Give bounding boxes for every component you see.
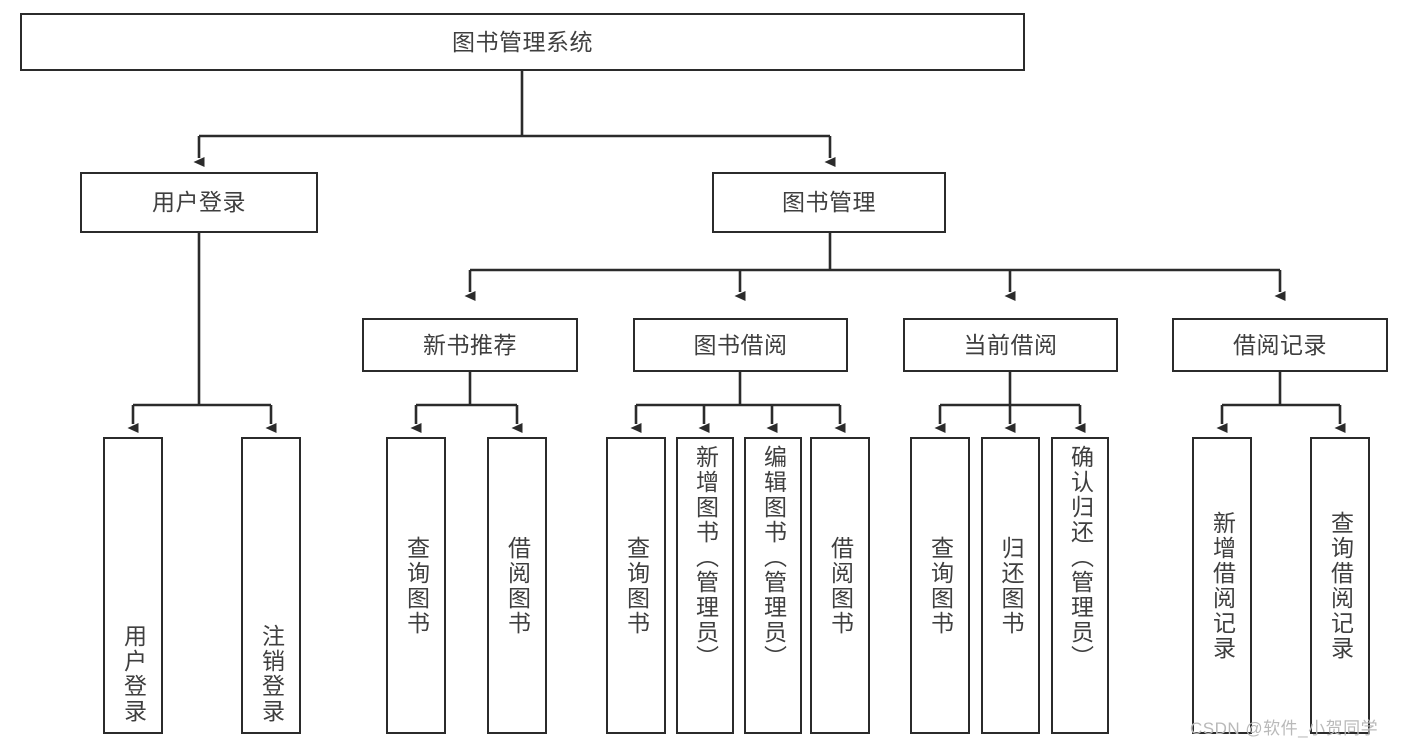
csdn-watermark: CSDN @软件_小贺同学 [1190, 719, 1379, 738]
node-label: 编辑图书（管理员） [760, 445, 787, 670]
leaf-currentborrow-query-books[interactable]: 查询图书 [910, 437, 970, 734]
node-label: 借阅记录 [1233, 331, 1327, 358]
node-label: 借阅图书 [504, 535, 531, 636]
node-label: 图书管理 [782, 189, 876, 216]
node-label: 归还图书 [998, 535, 1024, 636]
node-label: 注销登录 [258, 624, 285, 724]
leaf-borrowrecord-add-record[interactable]: 新增借阅记录 [1192, 437, 1252, 734]
leaf-newbook-query-books[interactable]: 查询图书 [386, 437, 446, 734]
node-book-borrow[interactable]: 图书借阅 [633, 318, 848, 372]
leaf-user-login-signin[interactable]: 用户登录 [103, 437, 163, 734]
node-new-book-recommend[interactable]: 新书推荐 [362, 318, 578, 372]
leaf-bookborrow-query-books[interactable]: 查询图书 [606, 437, 666, 734]
leaf-currentborrow-return-books[interactable]: 归还图书 [981, 437, 1040, 734]
node-book-management[interactable]: 图书管理 [712, 172, 946, 233]
leaf-borrowrecord-query-record[interactable]: 查询借阅记录 [1310, 437, 1370, 734]
node-label: 查询图书 [927, 535, 954, 636]
node-label: 图书管理系统 [452, 28, 593, 55]
node-current-borrow[interactable]: 当前借阅 [903, 318, 1118, 372]
node-borrow-record[interactable]: 借阅记录 [1172, 318, 1388, 372]
node-label: 查询图书 [403, 535, 430, 636]
node-user-login[interactable]: 用户登录 [80, 172, 318, 233]
leaf-currentborrow-confirm-return-admin[interactable]: 确认归还（管理员） [1051, 437, 1109, 734]
node-label: 借阅图书 [827, 535, 854, 636]
leaf-bookborrow-edit-book-admin[interactable]: 编辑图书（管理员） [744, 437, 802, 734]
leaf-user-login-signout[interactable]: 注销登录 [241, 437, 301, 734]
node-label: 确认归还（管理员） [1067, 445, 1094, 670]
leaf-bookborrow-borrow-books[interactable]: 借阅图书 [810, 437, 870, 734]
node-label: 新书推荐 [423, 331, 517, 358]
node-label: 查询借阅记录 [1327, 510, 1354, 661]
node-root-library-system[interactable]: 图书管理系统 [20, 13, 1025, 71]
node-label: 新增图书（管理员） [692, 445, 719, 670]
node-label: 用户登录 [120, 624, 147, 724]
node-label: 新增借阅记录 [1209, 510, 1236, 661]
node-label: 用户登录 [152, 189, 246, 216]
leaf-bookborrow-add-book-admin[interactable]: 新增图书（管理员） [676, 437, 734, 734]
node-label: 查询图书 [623, 535, 650, 636]
node-label: 当前借阅 [963, 331, 1058, 358]
leaf-newbook-borrow-books[interactable]: 借阅图书 [487, 437, 547, 734]
node-label: 图书借阅 [693, 331, 788, 358]
